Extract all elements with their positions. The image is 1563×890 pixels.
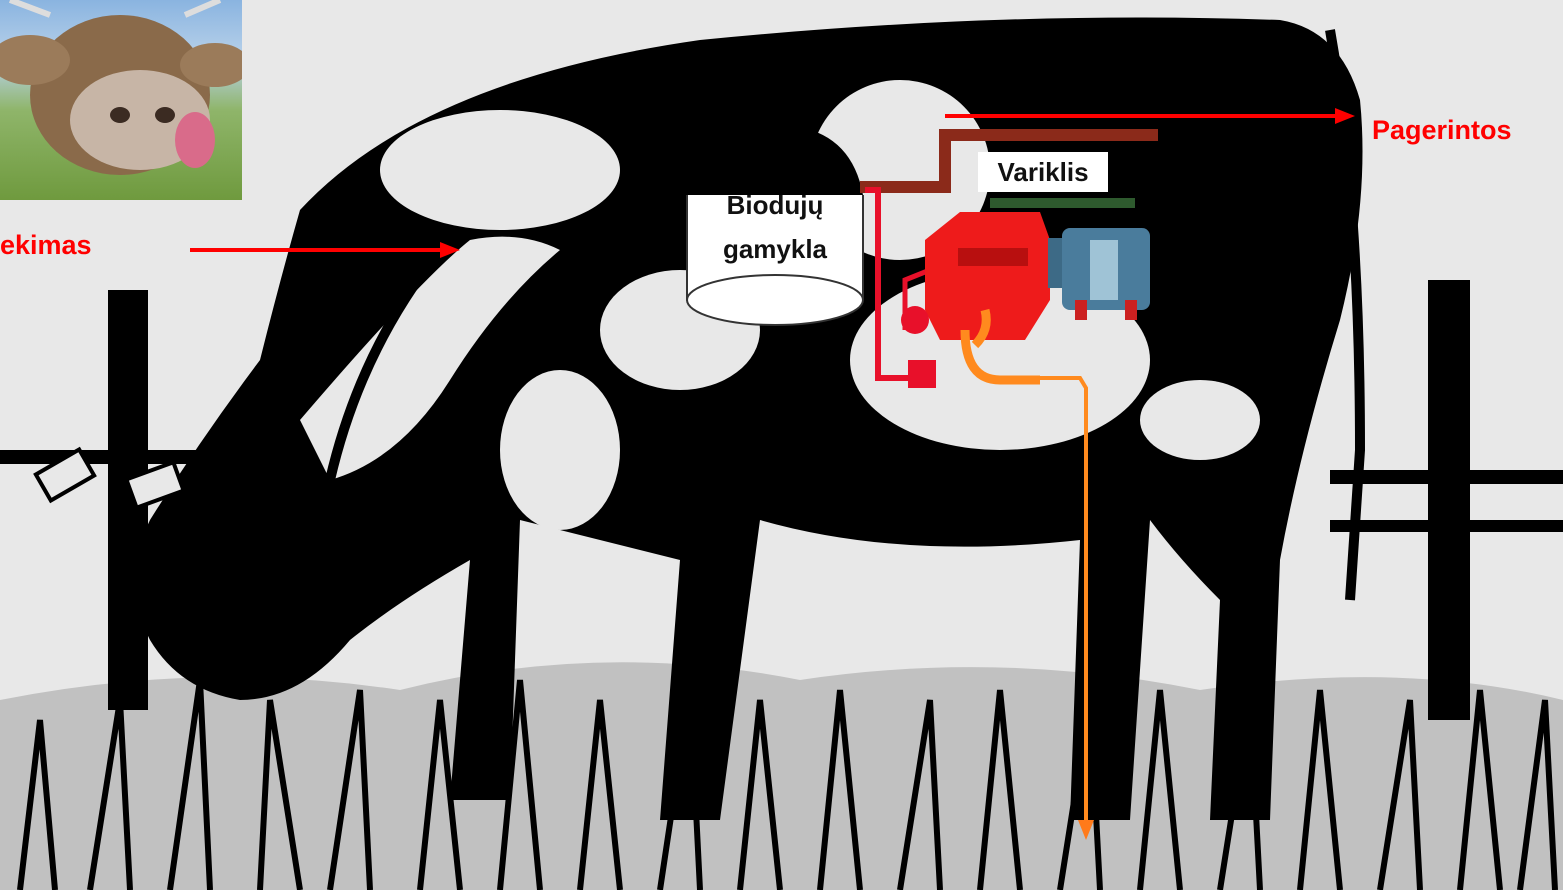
- right-partial-label: Pagerintos: [1372, 115, 1512, 146]
- cow-photo: [0, 0, 242, 200]
- engine-label: Variklis: [978, 155, 1108, 190]
- generator-icon: [1048, 228, 1150, 320]
- cow-photo-illustration: [0, 0, 242, 200]
- biogas-plant-label-line1: Biodujų: [705, 188, 845, 223]
- left-partial-label: ekimas: [0, 230, 92, 261]
- biogas-tank-icon: [687, 125, 863, 325]
- biogas-plant-label-line2: gamykla: [705, 232, 845, 267]
